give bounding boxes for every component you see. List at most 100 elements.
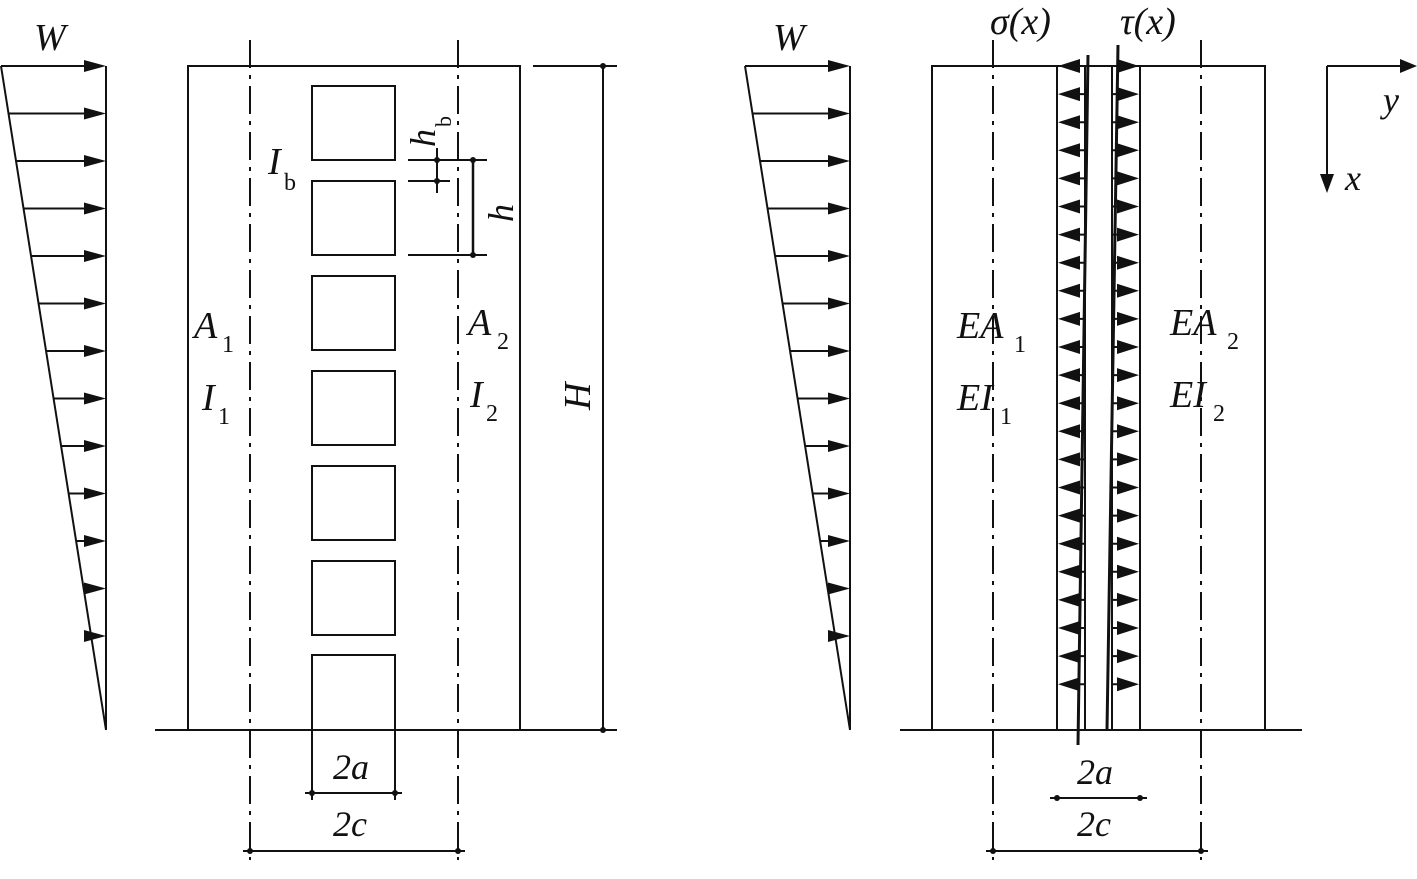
opening	[311, 465, 396, 541]
sigma-arrow-icon	[1058, 311, 1080, 326]
tau-arrow-icon	[1117, 199, 1139, 214]
sigma-arrow-icon	[1058, 592, 1080, 607]
load-label-w-right: W	[773, 17, 808, 59]
load-arrow-icon	[84, 630, 106, 642]
tau-arrow-icon	[1117, 368, 1139, 383]
opening	[311, 370, 396, 446]
label-ei2: EI	[1169, 374, 1208, 416]
sigma-arrow-icon	[1058, 171, 1080, 186]
load-arrow-icon	[84, 582, 106, 595]
label-a1: A	[191, 305, 218, 347]
total-height-dimension	[533, 63, 617, 733]
sigma-arrow-icon	[1058, 424, 1080, 439]
label-ea1-sub: 1	[1014, 332, 1026, 358]
stress-distribution	[1058, 44, 1139, 746]
sigma-arrow-icon	[1058, 87, 1080, 102]
label-i1-sub: 1	[218, 404, 230, 430]
label-ib-sub: b	[284, 170, 296, 196]
load-arrow-icon	[84, 155, 106, 167]
opening	[311, 180, 396, 256]
axis-distance-dimension-right	[986, 848, 1208, 854]
load-envelope	[0, 65, 107, 731]
load-envelope	[744, 65, 851, 731]
beam-depth-dimension	[408, 148, 487, 193]
label-total-height: H	[557, 380, 599, 411]
load-arrow-icon	[828, 297, 850, 310]
tau-arrow-icon	[1117, 508, 1139, 523]
load-arrow-icon	[828, 630, 850, 642]
left-figure: W	[0, 17, 617, 860]
tau-arrow-icon	[1117, 311, 1139, 326]
label-ea1: EA	[956, 305, 1004, 347]
tau-arrow-icon	[1117, 340, 1139, 354]
tau-arrow-icon	[1117, 564, 1139, 579]
load-arrow-icon	[828, 250, 850, 262]
load-arrow-icon	[828, 345, 850, 357]
load-arrow-icon	[84, 60, 106, 72]
tau-arrow-icon	[1117, 396, 1139, 411]
label-2a-left: 2a	[333, 747, 369, 787]
sigma-arrow-icon	[1058, 283, 1080, 298]
opening-width-dimension	[305, 730, 402, 800]
load-arrow-icon	[828, 582, 850, 595]
label-i1: I	[201, 377, 217, 419]
sigma-arrow-icon	[1058, 143, 1080, 158]
sigma-arrow-icon	[1058, 340, 1080, 354]
tau-arrow-icon	[1117, 536, 1139, 551]
load-label-w: W	[34, 17, 69, 59]
sigma-arrow-icon	[1058, 508, 1080, 523]
opening	[311, 275, 396, 351]
tau-arrow-icon	[1117, 143, 1139, 158]
label-i2-sub: 2	[486, 401, 498, 427]
sigma-arrow-icon	[1058, 564, 1080, 579]
load-arrow-icon	[828, 535, 850, 547]
label-ib: I	[267, 141, 283, 183]
load-arrow-icon	[84, 487, 106, 500]
label-tau: τ(x)	[1120, 1, 1176, 43]
sigma-arrow-icon	[1058, 59, 1080, 73]
sigma-arrow-icon	[1058, 677, 1080, 692]
load-arrow-icon	[828, 392, 850, 405]
load-arrow-icon	[828, 155, 850, 167]
load-arrow-icon	[828, 487, 850, 500]
openings	[311, 85, 396, 730]
axis-distance-dimension	[243, 848, 465, 854]
opening	[311, 85, 396, 161]
load-arrow-icon	[828, 107, 850, 120]
load-arrow-icon	[84, 297, 106, 310]
label-ea2-sub: 2	[1227, 329, 1239, 355]
opening-width-dimension-right	[1050, 795, 1147, 801]
label-2a-right: 2a	[1077, 752, 1113, 792]
tau-arrow-icon	[1117, 255, 1139, 270]
load-arrow-icon	[84, 107, 106, 120]
tau-arrow-icon	[1117, 283, 1139, 298]
tau-arrow-icon	[1117, 677, 1139, 692]
tau-arrow-icon	[1117, 171, 1139, 186]
load-arrow-icon	[84, 250, 106, 262]
label-axis-x: x	[1344, 158, 1361, 198]
x-axis-arrow-icon	[1320, 174, 1334, 193]
load-arrow-icon	[84, 202, 106, 215]
y-axis-arrow-icon	[1400, 59, 1417, 73]
tau-arrow-icon	[1117, 452, 1139, 467]
tau-arrow-icon	[1117, 227, 1139, 242]
sigma-arrow-icon	[1058, 396, 1080, 411]
label-2c-right: 2c	[1077, 804, 1111, 844]
label-ei2-sub: 2	[1213, 401, 1225, 427]
tau-arrow-icon	[1117, 59, 1139, 73]
tau-arrow-icon	[1117, 115, 1139, 130]
label-sigma: σ(x)	[990, 1, 1051, 43]
sigma-arrow-icon	[1058, 368, 1080, 383]
label-ei1: EI	[956, 377, 995, 419]
tau-arrow-icon	[1117, 424, 1139, 439]
sigma-arrow-icon	[1058, 255, 1080, 270]
label-ei1-sub: 1	[1000, 404, 1012, 430]
load-arrow-icon	[828, 60, 850, 72]
tau-curve	[1105, 44, 1120, 731]
label-hb: h	[403, 129, 443, 147]
sigma-arrow-icon	[1058, 536, 1080, 551]
sigma-arrow-icon	[1058, 621, 1080, 635]
load-arrow-icon	[828, 440, 850, 452]
label-hb-sub: b	[431, 116, 456, 127]
